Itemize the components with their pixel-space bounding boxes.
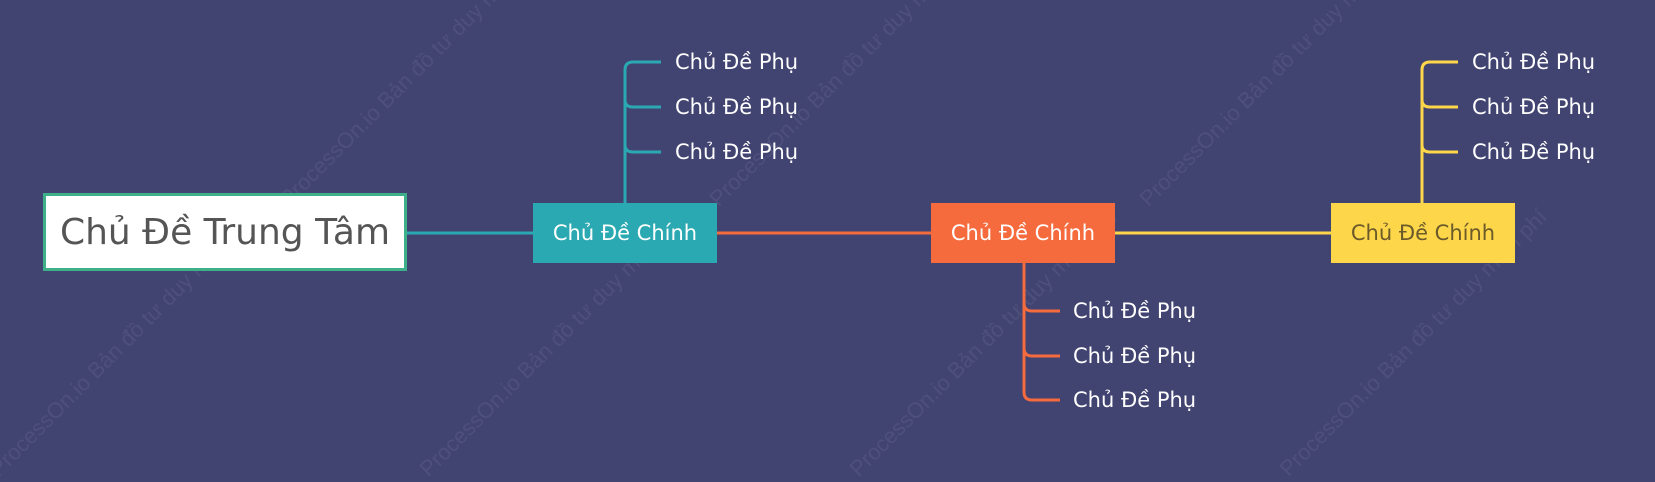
branch1-bracket <box>623 60 661 203</box>
subtopic-1-2[interactable]: Chủ Đề Phụ <box>675 95 799 119</box>
central-topic[interactable]: Chủ Đề Trung Tâm <box>43 193 407 271</box>
subtopic-3-3[interactable]: Chủ Đề Phụ <box>1472 140 1596 164</box>
main-topic-label: Chủ Đề Chính <box>552 221 698 245</box>
subtopic-2-1[interactable]: Chủ Đề Phụ <box>1073 299 1197 323</box>
main-topic-1[interactable]: Chủ Đề Chính <box>533 203 717 263</box>
subtopic-3-1[interactable]: Chủ Đề Phụ <box>1472 50 1596 74</box>
main-topic-2[interactable]: Chủ Đề Chính <box>931 203 1115 263</box>
subtopic-3-2[interactable]: Chủ Đề Phụ <box>1472 95 1596 119</box>
main-topic-label: Chủ Đề Chính <box>950 221 1096 245</box>
central-topic-label: Chủ Đề Trung Tâm <box>59 211 391 253</box>
main-topic-label: Chủ Đề Chính <box>1350 221 1496 245</box>
subtopic-2-3[interactable]: Chủ Đề Phụ <box>1073 388 1197 412</box>
subtopic-1-1[interactable]: Chủ Đề Phụ <box>675 50 799 74</box>
subtopic-1-3[interactable]: Chủ Đề Phụ <box>675 140 799 164</box>
main-topic-3[interactable]: Chủ Đề Chính <box>1331 203 1515 263</box>
branch3-bracket <box>1420 60 1458 203</box>
subtopic-2-2[interactable]: Chủ Đề Phụ <box>1073 344 1197 368</box>
branch2-bracket <box>1022 263 1060 402</box>
